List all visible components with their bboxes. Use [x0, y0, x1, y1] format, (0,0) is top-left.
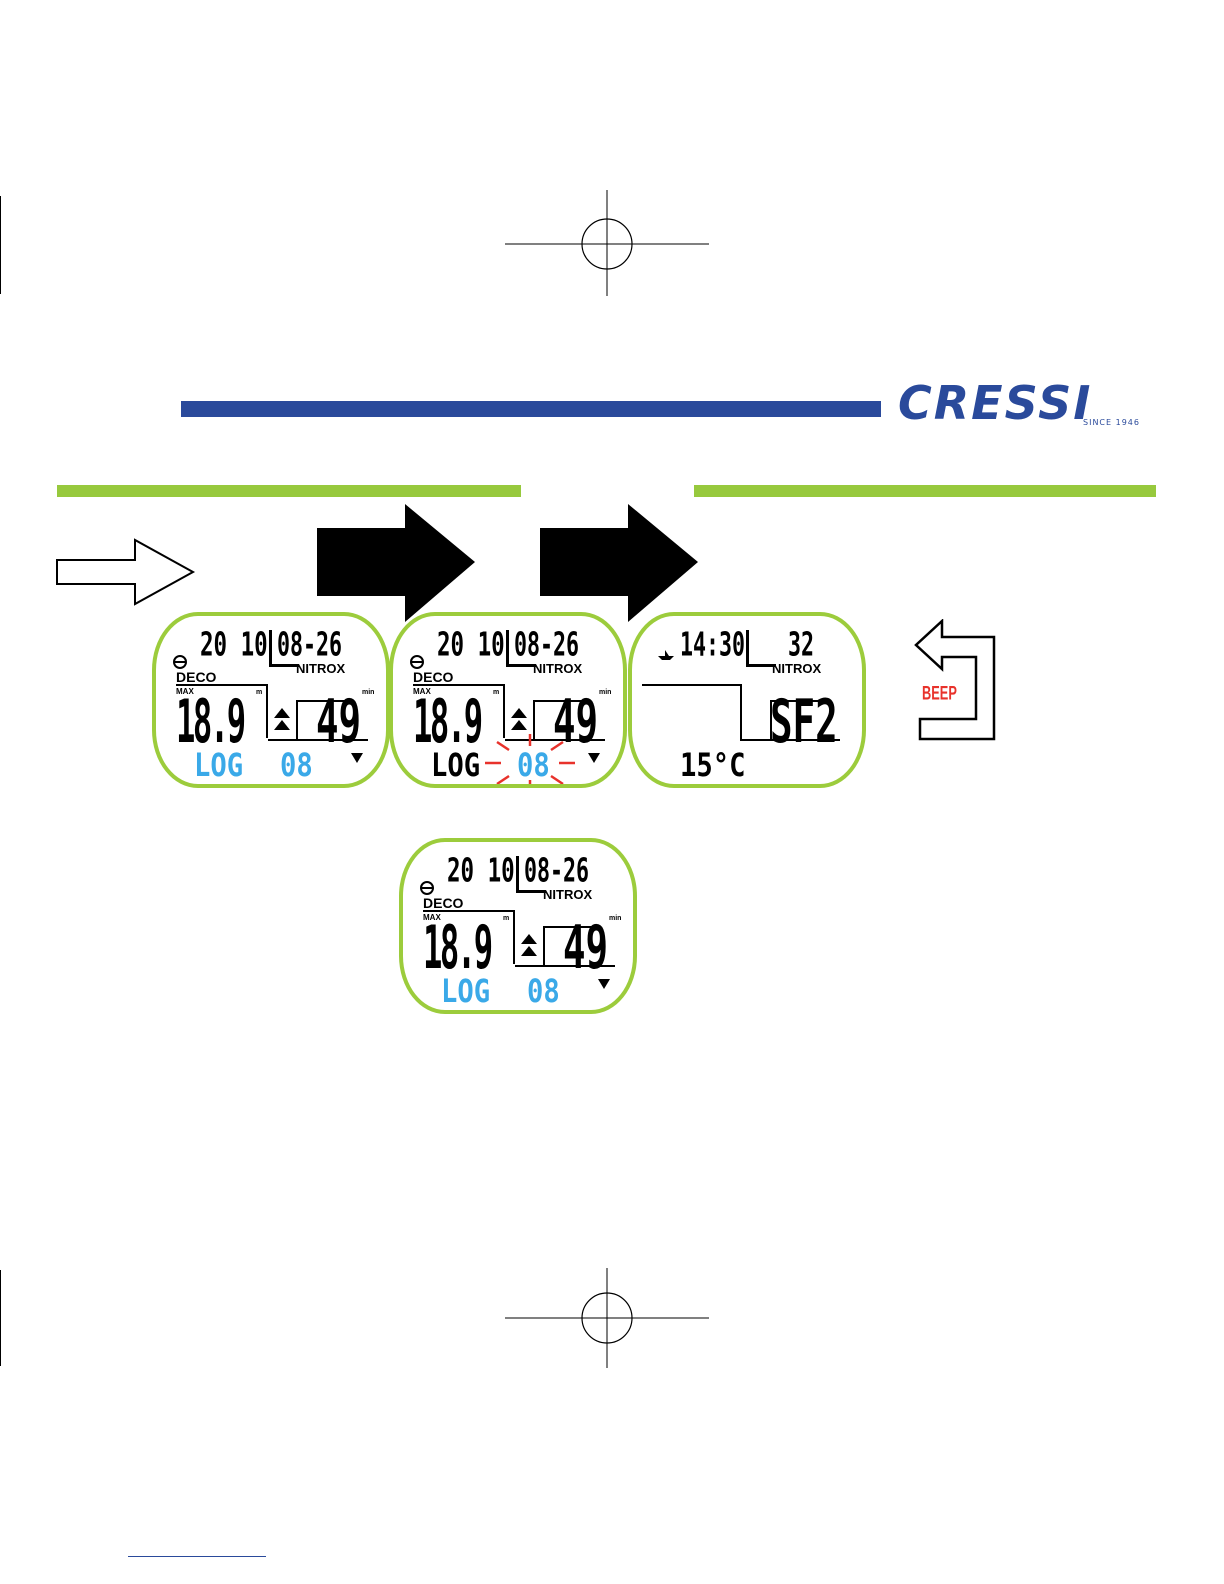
lcd-date: 08-26 — [514, 626, 579, 665]
lcd-mode: NITROX — [772, 661, 821, 676]
lcd-year: 20 10 — [437, 626, 505, 665]
lcd-date: 08-26 — [277, 626, 342, 665]
lcd-mode: NITROX — [543, 887, 592, 902]
down-arrow-icon — [351, 753, 363, 763]
lcd-depth-unit: m — [503, 915, 509, 922]
footer-rule — [128, 1556, 266, 1557]
lcd-dive-time: 49 — [316, 688, 361, 757]
lcd-year: 20 10 — [200, 626, 268, 665]
boat-icon — [658, 650, 674, 660]
deco-icon — [173, 655, 187, 669]
lcd-time: 14:30 — [680, 626, 745, 665]
lcd-log-label: LOG — [441, 972, 490, 1010]
deco-icon — [420, 881, 434, 895]
lcd-log-label: LOG — [431, 746, 480, 784]
lcd-temperature: 15°C — [680, 746, 746, 784]
down-arrow-icon — [598, 979, 610, 989]
lcd-display-log-summary: 20 10 08-26 NITROX DECO MAX m 18.9 min 4… — [152, 612, 390, 788]
crosshair-icon — [505, 190, 709, 296]
lcd-depth-unit: m — [493, 689, 499, 696]
logo-since: SINCE 1946 — [1083, 418, 1163, 427]
lcd-safety-factor: SF2 — [770, 688, 838, 757]
lcd-mode: NITROX — [296, 661, 345, 676]
lcd-display-log-detail: 14:30 32 NITROX SF2 15°C — [628, 612, 866, 788]
lcd-dive-time: 49 — [563, 914, 608, 983]
lcd-deco-label: DECO — [423, 895, 463, 911]
lcd-log-number: 08 — [280, 746, 313, 784]
green-rule-left — [57, 485, 521, 497]
beep-label: BEEP — [922, 684, 957, 706]
crosshair-icon — [505, 1268, 709, 1368]
lcd-deco-label: DECO — [413, 669, 453, 685]
lcd-date: 08-26 — [524, 852, 589, 891]
lcd-log-number: 08 — [517, 746, 550, 784]
black-arrow-icon — [540, 504, 698, 622]
up-arrow-icon — [521, 934, 537, 960]
lcd-mode: NITROX — [533, 661, 582, 676]
up-arrow-icon — [274, 708, 290, 734]
crop-mark-top-left — [0, 196, 1, 294]
lcd-display-log-summary-2: 20 10 08-26 NITROX DECO MAX m 18.9 min 4… — [399, 838, 637, 1014]
green-rule-right — [694, 485, 1156, 497]
logo-text: CRESSI — [898, 376, 1092, 430]
lcd-o2: 32 — [788, 626, 814, 665]
lcd-time-unit: min — [609, 915, 621, 922]
white-arrow-icon — [55, 538, 197, 606]
header-blue-bar — [181, 401, 881, 417]
lcd-display-log-flashing: 20 10 08-26 NITROX DECO MAX m 18.9 min 4… — [389, 612, 627, 788]
lcd-log-number: 08 — [527, 972, 560, 1010]
lcd-log-label: LOG — [194, 746, 243, 784]
down-arrow-icon — [588, 753, 600, 763]
crop-mark-bottom-left — [0, 1270, 1, 1366]
lcd-deco-label: DECO — [176, 669, 216, 685]
black-arrow-icon — [317, 504, 475, 622]
lcd-depth-unit: m — [256, 689, 262, 696]
return-arrow-icon — [914, 619, 998, 743]
up-arrow-icon — [511, 708, 527, 734]
lcd-year: 20 10 — [447, 852, 515, 891]
lcd-time-unit: min — [599, 689, 611, 696]
deco-icon — [410, 655, 424, 669]
lcd-time-unit: min — [362, 689, 374, 696]
